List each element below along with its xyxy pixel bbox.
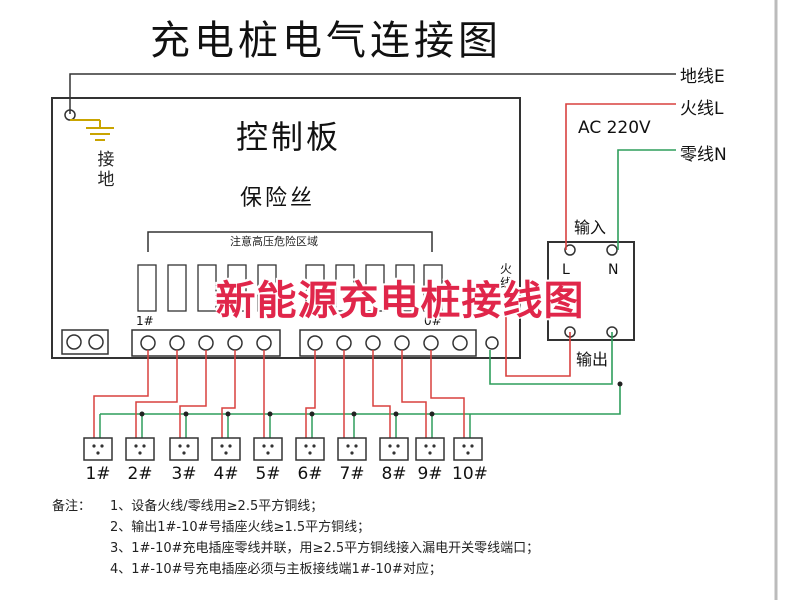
- neutral-terminal-screw: [485, 336, 499, 350]
- board-live-label: 火线: [500, 262, 513, 290]
- note-line: 2、输出1#-10#号插座火线≥1.5平方铜线；: [110, 520, 371, 535]
- breaker-l-label: L: [562, 262, 570, 278]
- neutral-junction: [617, 381, 623, 387]
- note-line: 1、设备火线/零线用≥2.5平方铜线；: [110, 499, 324, 514]
- watermark-title: 新能源充电桩接线图: [215, 278, 585, 324]
- socket-boxes: [83, 437, 483, 461]
- note-line: 4、1#-10#号充电插座必须与主板接线端1#-10#对应；: [110, 562, 442, 577]
- earth-wire: [69, 73, 676, 114]
- terminal-block-small: [61, 329, 109, 355]
- mains-live-wire: [565, 103, 676, 250]
- notes-heading: 备注：: [52, 499, 92, 514]
- socket-label: 10#: [452, 464, 488, 484]
- earth-wire-label: 地线E: [680, 67, 725, 87]
- fuse-bracket: [147, 231, 433, 252]
- high-voltage-warning: 注意高压危险区域: [230, 235, 318, 248]
- breaker-out-live-wire: [505, 286, 571, 377]
- breaker: [547, 241, 635, 341]
- notes-block: 备注： 1、设备火线/零线用≥2.5平方铜线； 2、输出1#-10#号插座火线≥1…: [52, 496, 539, 580]
- breaker-out-neutral-wire: [489, 332, 613, 385]
- socket-label: 5#: [255, 464, 281, 484]
- socket-pins: [92, 444, 474, 455]
- ground-label: 接地: [97, 150, 115, 190]
- diagram-title: 充电桩电气连接图: [150, 18, 502, 64]
- control-board-title: 控制板: [236, 118, 342, 156]
- live-wire-label: 火线L: [680, 99, 724, 119]
- socket-live-wires: [93, 350, 465, 438]
- socket-label: 1#: [85, 464, 111, 484]
- ground-symbol: [70, 119, 114, 141]
- socket-neutral-drops: [99, 414, 471, 438]
- fuse-row: [137, 264, 443, 312]
- terminal-block-right: [299, 329, 477, 357]
- socket-label: 2#: [127, 464, 153, 484]
- breaker-output-label: 输出: [576, 350, 609, 369]
- neutral-bus-dots: [139, 411, 435, 417]
- control-board: [51, 97, 521, 359]
- note-line: 3、1#-10#充电插座零线并联，用≥2.5平方铜线接入漏电开关零线端口；: [110, 541, 540, 556]
- socket-label: 3#: [171, 464, 197, 484]
- socket-label: 8#: [381, 464, 407, 484]
- fuse-title: 保险丝: [240, 186, 316, 211]
- mains-neutral-wire: [617, 149, 676, 250]
- fuse-label-first: 1#: [136, 314, 154, 328]
- neutral-wire-label: 零线N: [680, 145, 727, 165]
- socket-label: 7#: [339, 464, 365, 484]
- socket-label: 6#: [297, 464, 323, 484]
- voltage-label: AC 220V: [578, 118, 651, 138]
- socket-label: 4#: [213, 464, 239, 484]
- socket-label: 9#: [417, 464, 443, 484]
- fuse-label-last: 0#: [424, 314, 442, 328]
- neutral-bus: [100, 384, 621, 415]
- breaker-input-label: 输入: [574, 218, 607, 237]
- breaker-n-label: N: [608, 262, 619, 278]
